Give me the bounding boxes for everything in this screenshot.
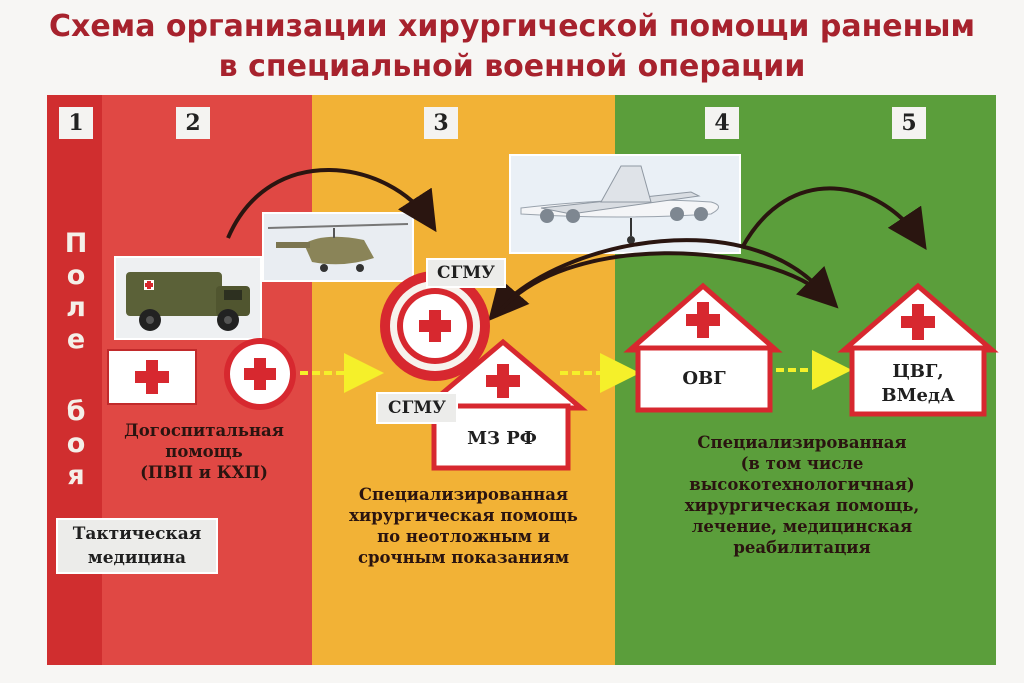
description-line: Догоспитальная [124, 421, 284, 440]
tactical-medicine-line-1: Тактическая [72, 524, 202, 544]
description-line: (ПВП и КХП) [140, 463, 268, 482]
cvg-label: ЦВГ, ВМедА [855, 360, 981, 408]
arrow-evac-forward [494, 251, 839, 318]
prehospital-description: Догоспитальная помощь (ПВП и КХП) [104, 420, 304, 483]
description-line: помощь [165, 442, 243, 461]
sgmu-mid-label: СГМУ [376, 392, 458, 424]
aid-post-cross-circle [224, 338, 296, 410]
letter: е [66, 324, 86, 355]
description-line: реабилитация [733, 538, 871, 557]
letter: П [64, 228, 88, 259]
stage-number-4: 4 [705, 107, 739, 139]
cvg-label-line-2: ВМедА [881, 385, 955, 406]
stage-number-2: 2 [176, 107, 210, 139]
letter: о [66, 260, 86, 291]
description-line: по неотложным и [377, 527, 550, 546]
ovg-label: ОВГ [682, 368, 726, 389]
stage-number-5: 5 [892, 107, 926, 139]
sgmu-top-label: СГМУ [426, 258, 506, 288]
mz-rf-label: МЗ РФ [467, 428, 537, 449]
tactical-medicine-label: Тактическая медицина [56, 518, 218, 574]
tactical-medicine-line-2: медицина [87, 548, 187, 568]
diagram-title-line-1: Схема организации хирургической помощи р… [48, 9, 976, 44]
letter: о [66, 428, 86, 459]
description-line: (в том числе [740, 454, 864, 473]
arrow-to-sgmu [226, 168, 437, 239]
specialized-care-description: Специализированная (в том числе высокоте… [632, 432, 972, 558]
armored-ambulance-image [114, 256, 262, 340]
stage-number-3: 3 [424, 107, 458, 139]
description-line: хирургическая помощь [349, 506, 578, 525]
letter: л [66, 292, 86, 323]
arrow-air-evac [740, 186, 927, 250]
description-line: хирургическая помощь, [684, 496, 920, 515]
diagram-title-line-2: в специальной военной операции [218, 49, 806, 84]
description-line: Специализированная [697, 433, 907, 452]
vertical-text-boya: б о я [62, 396, 90, 492]
sgmu-target-icon [380, 271, 490, 381]
stage-number-1: 1 [59, 107, 93, 139]
cvg-hospital-icon [837, 282, 999, 417]
letter: б [66, 396, 86, 427]
cvg-label-line-1: ЦВГ, [892, 361, 944, 382]
medevac-helicopter-image [262, 212, 414, 282]
letter: я [67, 460, 85, 491]
description-line: Специализированная [358, 485, 569, 504]
description-line: срочным показаниям [357, 548, 570, 567]
transport-airplane-image [509, 154, 741, 254]
urgent-care-description: Специализированная хирургическая помощь … [312, 484, 615, 568]
description-line: высокотехнологичная) [689, 475, 915, 494]
description-line: лечение, медицинская [691, 517, 913, 536]
vertical-text-pole: П о л е [62, 228, 90, 356]
ovg-hospital-icon [623, 282, 783, 413]
aid-post-cross-square [107, 349, 197, 405]
